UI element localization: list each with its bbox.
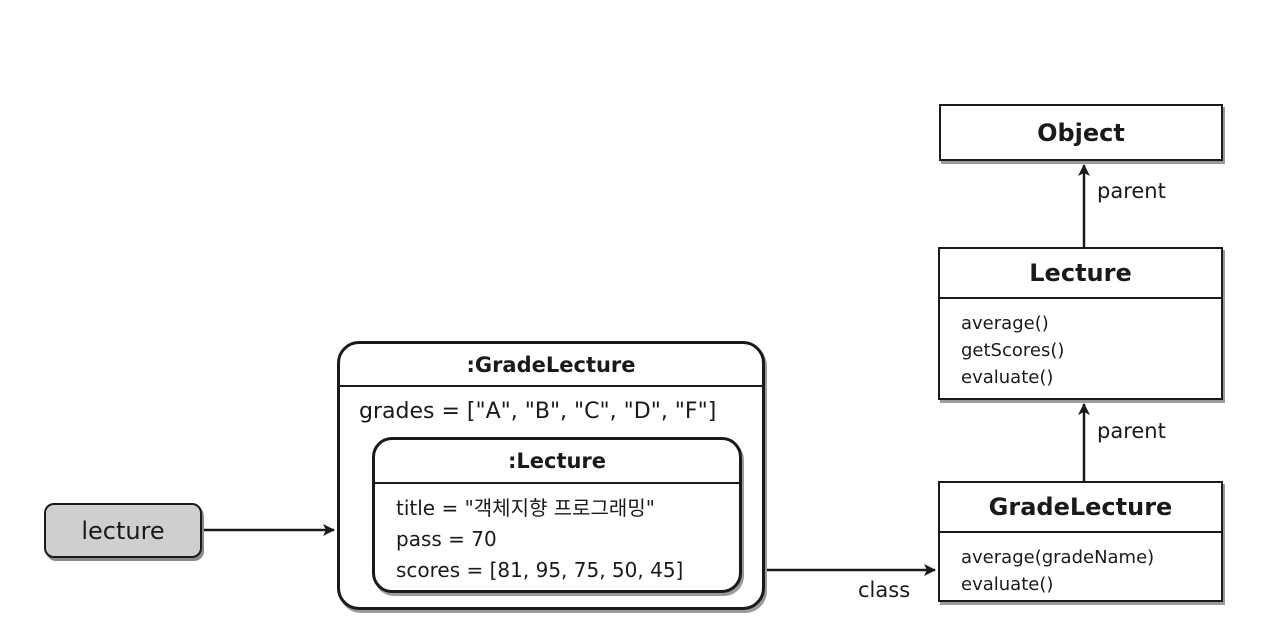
lecture-class-title: Lecture [940,249,1221,299]
scores-field: scores = [81, 95, 75, 50, 45] [396,558,684,582]
lecture-class-box: Lecture average() getScores() evaluate() [938,247,1223,400]
method-evaluate: evaluate() [961,574,1054,595]
method-getscores: getScores() [961,340,1065,361]
pass-field: pass = 70 [396,527,497,551]
lecture-instance-title: :Lecture [375,440,739,484]
grade-lecture-class-title: GradeLecture [940,483,1221,533]
lecture-variable-label: lecture [81,516,165,545]
parent-edge-label-top: parent [1097,179,1166,203]
grade-lecture-class-methods: average(gradeName) evaluate() [940,533,1221,598]
grade-lecture-instance-title: :GradeLecture [340,344,762,387]
grade-lecture-class-box: GradeLecture average(gradeName) evaluate… [938,481,1223,602]
lecture-variable: lecture [44,503,202,558]
lecture-instance-fields: title = "객체지향 프로그래밍" pass = 70 scores = … [396,493,683,586]
parent-edge-label-bottom: parent [1097,419,1166,443]
lecture-class-methods: average() getScores() evaluate() [940,299,1221,391]
object-class-box: Object [939,104,1223,161]
method-average-gradename: average(gradeName) [961,547,1155,568]
object-class-title: Object [1037,118,1125,147]
method-evaluate: evaluate() [961,367,1054,388]
grades-field: grades = ["A", "B", "C", "D", "F"] [359,399,717,424]
lecture-instance: :Lecture title = "객체지향 프로그래밍" pass = 70 … [372,437,742,593]
class-edge-label: class [858,578,911,602]
title-field: title = "객체지향 프로그래밍" [396,496,655,520]
method-average: average() [961,313,1049,334]
